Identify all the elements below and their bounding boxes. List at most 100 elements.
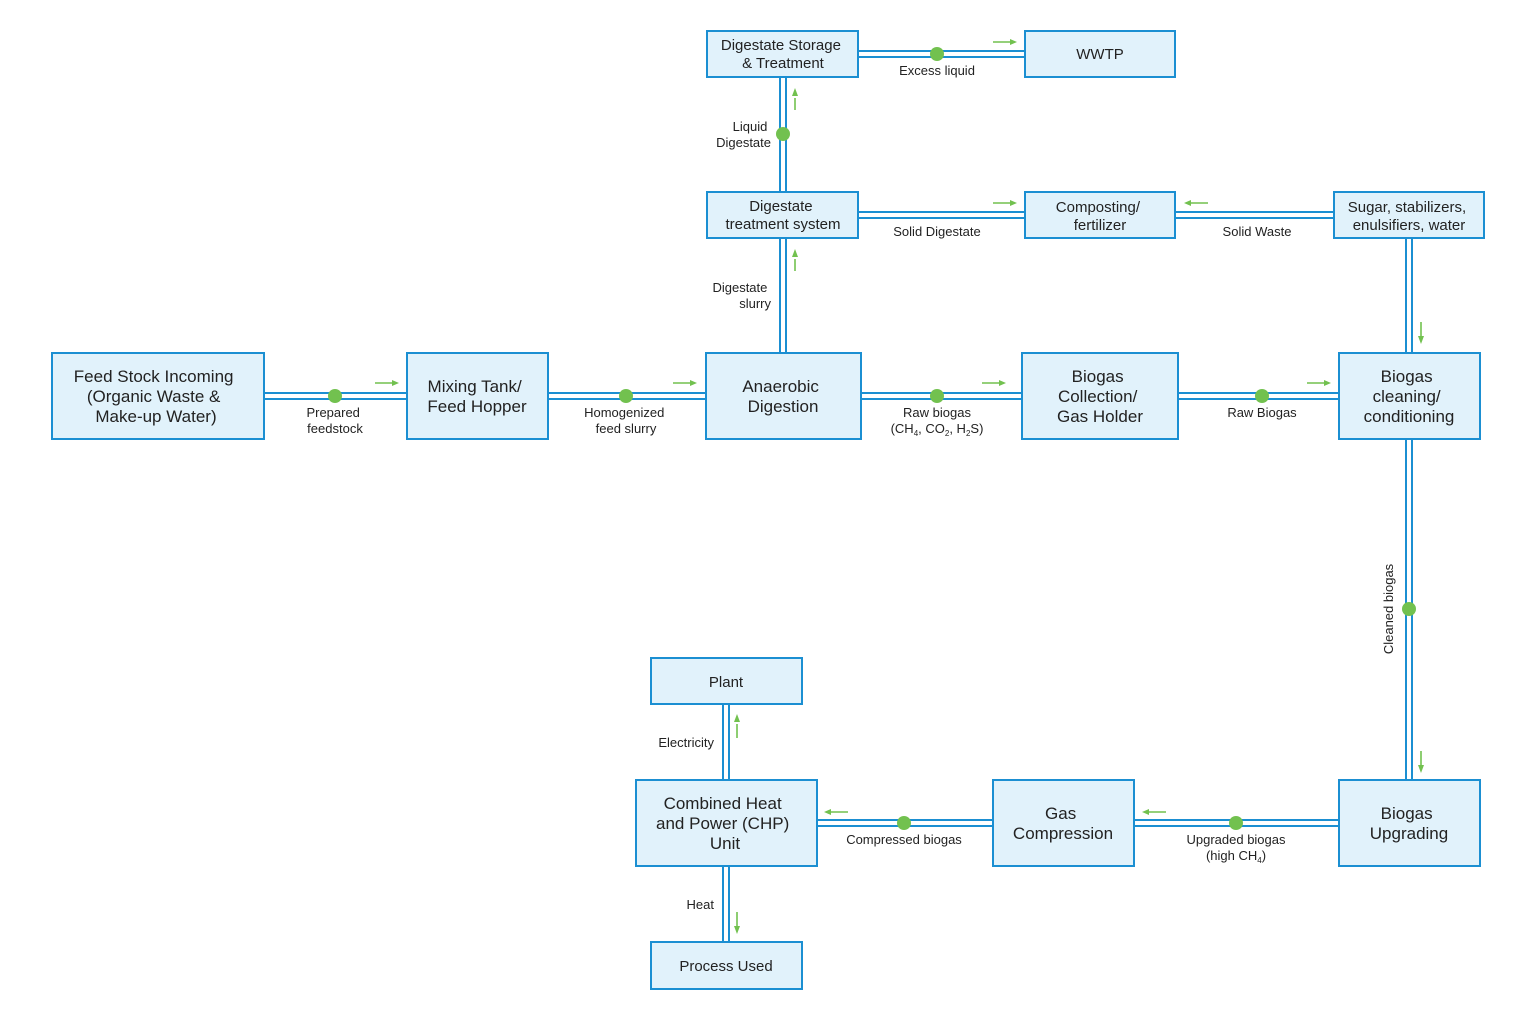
svg-text:Composting/ fertilizer: Composting/ fertilizer	[1056, 199, 1144, 234]
pipe-chp-plant	[722, 704, 730, 780]
flow-labels: Prepared feedstock Homogenized feed slur…	[306, 63, 1396, 912]
box-composting-line-1: Composting/	[1056, 199, 1141, 216]
svg-text:Process Used: Process Used	[679, 958, 772, 975]
box-cleaning: Biogas cleaning/ conditioning	[1338, 352, 1481, 440]
label-raw-biogas-2: Raw Biogas	[1227, 405, 1297, 420]
box-treatment-line-2: treatment system	[725, 216, 840, 233]
arrow-right-icon	[673, 380, 697, 386]
pipe-digestion-treatment	[779, 238, 787, 353]
arrow-left-icon	[1142, 809, 1166, 815]
arrow-down-icon	[734, 912, 740, 934]
svg-text:Feed Stock Incoming (O: Feed Stock Incoming (Organic Waste & Mak…	[74, 367, 238, 426]
arrow-right-icon	[993, 39, 1017, 45]
flow-arrows	[375, 39, 1424, 934]
box-wwtp-line-1: WWTP	[1076, 46, 1123, 63]
pipes	[264, 50, 1413, 942]
box-compression-line-1: Gas	[1045, 804, 1076, 823]
box-composting-line-2: fertilizer	[1074, 217, 1127, 234]
process-boxes: Feed Stock Incoming (Organic Waste & Mak…	[51, 30, 1485, 990]
box-collection-line-1: Biogas	[1072, 367, 1124, 386]
box-process: Process Used	[650, 941, 803, 990]
box-cleaning-line-2: cleaning/	[1373, 387, 1441, 406]
box-additives: Sugar, stabilizers, enulsifiers, water	[1333, 191, 1485, 239]
label-homogenized-2: feed slurry	[596, 421, 657, 436]
svg-text:Sugar, stabilizers, en: Sugar, stabilizers, enulsifiers, water	[1348, 199, 1471, 234]
box-plant: Plant	[650, 657, 803, 705]
svg-text:WWTP: WWTP	[1076, 46, 1123, 63]
box-additives-line-1: Sugar, stabilizers,	[1348, 199, 1466, 216]
box-chp-line-3: Unit	[710, 834, 741, 853]
arrow-up-icon	[792, 88, 798, 110]
arrow-right-icon	[1307, 380, 1331, 386]
label-prepared-1: Prepared	[306, 405, 359, 420]
label-digestate-slurry-1: Digestate	[712, 280, 767, 295]
label-electricity: Electricity	[658, 735, 714, 750]
label-liquid-digestate-2: Digestate	[716, 135, 771, 150]
pipe-chp-process	[722, 866, 730, 942]
svg-text:Anaerobic Digestion: Anaerobic Digestion	[742, 377, 823, 416]
svg-text:Digestate treatment sy: Digestate treatment system	[725, 198, 840, 233]
label-prepared-2: feedstock	[307, 421, 363, 436]
label-excess-liquid: Excess liquid	[899, 63, 975, 78]
label-raw-biogas-1: Raw biogas	[903, 405, 971, 420]
arrow-right-icon	[375, 380, 399, 386]
box-treatment-line-1: Digestate	[749, 198, 812, 215]
box-mixing: Mixing Tank/ Feed Hopper	[406, 352, 549, 440]
svg-text:Homogenized feed slurry: Homogenized feed slurry	[584, 405, 668, 436]
box-compression: Gas Compression	[992, 779, 1135, 867]
svg-text:Gas Compression: Gas Compression	[1013, 804, 1113, 843]
box-compression-line-2: Compression	[1013, 824, 1113, 843]
label-upgraded-formula: (high CH4)	[1206, 848, 1266, 865]
box-wwtp: WWTP	[1024, 30, 1176, 78]
svg-text:Biogas Upgrading: Biogas Upgrading	[1370, 804, 1448, 843]
box-mixing-line-2: Feed Hopper	[427, 397, 527, 416]
box-feedstock-line-2: (Organic Waste &	[87, 387, 221, 406]
label-compressed: Compressed biogas	[846, 832, 962, 847]
box-upgrading-line-1: Biogas	[1381, 804, 1433, 823]
box-upgrading: Biogas Upgrading	[1338, 779, 1481, 867]
arrow-down-icon	[1418, 751, 1424, 773]
svg-text:Biogas Collection/: Biogas Collection/ Gas Holder	[1057, 367, 1143, 426]
box-chp-line-1: Combined Heat	[664, 794, 782, 813]
box-process-line-1: Process Used	[679, 958, 772, 975]
box-digestion-line-1: Anaerobic	[742, 377, 819, 396]
box-collection-line-3: Gas Holder	[1057, 407, 1143, 426]
label-upgraded: Upgraded biogas	[1186, 832, 1286, 847]
node-liquid-digestate	[776, 127, 790, 141]
node-upgraded	[1229, 816, 1243, 830]
svg-text:Mixing Tank/ Feed Hopp: Mixing Tank/ Feed Hopper	[427, 377, 527, 416]
svg-text:Biogas cleaning/: Biogas cleaning/ conditioning	[1364, 367, 1455, 426]
label-homogenized-1: Homogenized	[584, 405, 664, 420]
svg-text:Digestate Storage & Tr: Digestate Storage & Treatment	[721, 37, 845, 72]
arrow-up-icon	[792, 249, 798, 271]
box-additives-line-2: enulsifiers, water	[1353, 217, 1466, 234]
box-storage-line-1: Digestate Storage	[721, 37, 841, 54]
label-raw-biogas-1-formula: (CH4, CO2, H2S)	[891, 421, 984, 438]
box-chp: Combined Heat and Power (CHP) Unit	[635, 779, 818, 867]
svg-text:Liquid Digestate: Liquid Digestate	[716, 119, 771, 150]
node-raw-biogas-2	[1255, 389, 1269, 403]
box-treatment: Digestate treatment system	[706, 191, 859, 239]
box-storage-line-2: & Treatment	[742, 55, 825, 72]
box-collection: Biogas Collection/ Gas Holder	[1021, 352, 1179, 440]
box-collection-line-2: Collection/	[1058, 387, 1138, 406]
arrow-right-icon	[993, 200, 1017, 206]
node-raw-biogas-1	[930, 389, 944, 403]
box-composting: Composting/ fertilizer	[1024, 191, 1176, 239]
node-homogenized	[619, 389, 633, 403]
box-digestion: Anaerobic Digestion	[705, 352, 862, 440]
pipe-additives-cleaning	[1405, 238, 1413, 353]
arrow-down-icon	[1418, 322, 1424, 344]
box-mixing-line-1: Mixing Tank/	[428, 377, 522, 396]
pipe-additives-composting	[1175, 211, 1334, 219]
label-heat: Heat	[687, 897, 715, 912]
node-cleaned	[1402, 602, 1416, 616]
flow-nodes	[328, 47, 1416, 830]
svg-text:Digestate slurry: Digestate slurry	[712, 280, 771, 311]
label-digestate-slurry-2: slurry	[739, 296, 771, 311]
svg-text:Prepared feedstock: Prepared feedstock	[306, 405, 363, 436]
svg-text:Plant: Plant	[709, 674, 744, 691]
svg-text:Combined Heat and Powe: Combined Heat and Power (CHP) Unit	[656, 794, 794, 853]
node-prepared	[328, 389, 342, 403]
box-storage: Digestate Storage & Treatment	[706, 30, 859, 78]
